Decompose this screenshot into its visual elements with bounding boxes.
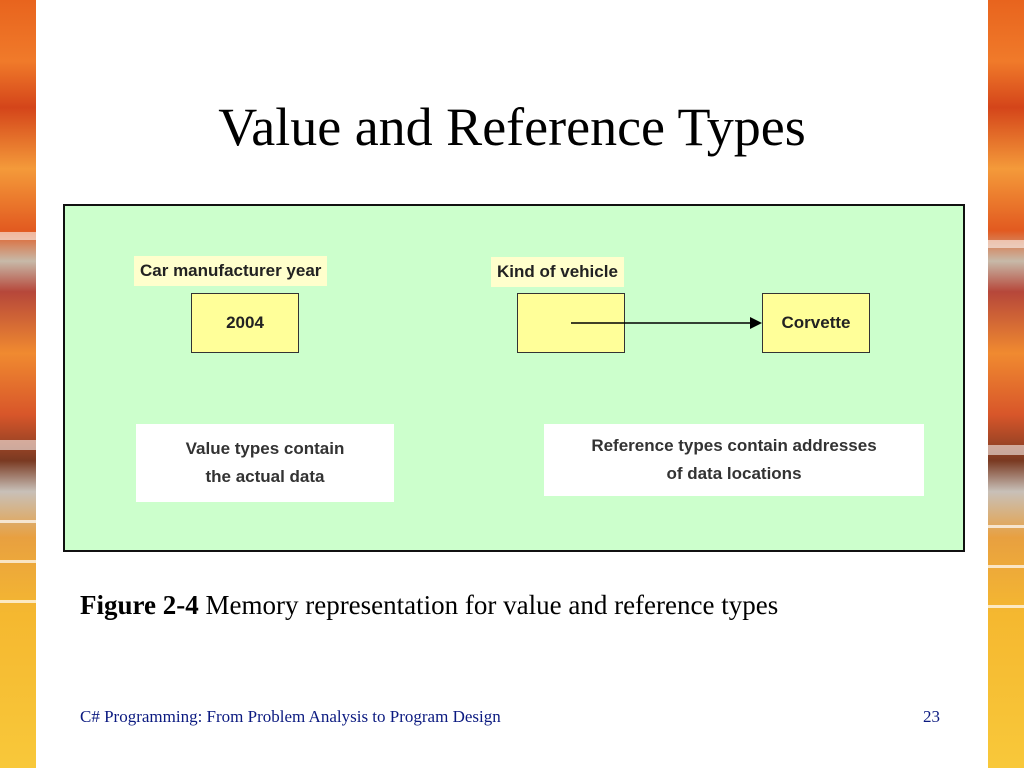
value-types-note: Value types contain the actual data [136,424,394,502]
referenced-data-cell: Corvette [762,293,870,353]
figure-caption: Figure 2-4 Memory representation for val… [80,590,980,621]
footer-course-title: C# Programming: From Problem Analysis to… [80,707,501,726]
left-decorative-strip [0,0,36,768]
reference-type-label: Kind of vehicle [491,257,624,287]
value-note-line-2: the actual data [205,467,325,486]
reference-arrow [571,317,762,329]
page-number: 23 [923,707,940,726]
figure-description: Memory representation for value and refe… [198,590,779,620]
right-decorative-strip [988,0,1024,768]
value-note-line-1: Value types contain [185,439,345,458]
reference-types-note: Reference types contain addresses of dat… [544,424,924,496]
memory-diagram: Car manufacturer year 2004 Kind of vehic… [63,204,965,552]
reference-note-line-2: of data locations [666,464,802,483]
value-memory-cell: 2004 [191,293,299,353]
figure-number: Figure 2-4 [80,590,199,620]
value-type-label: Car manufacturer year [134,256,328,286]
reference-note-line-1: Reference types contain addresses [591,436,877,455]
slide-title: Value and Reference Types [218,97,806,157]
